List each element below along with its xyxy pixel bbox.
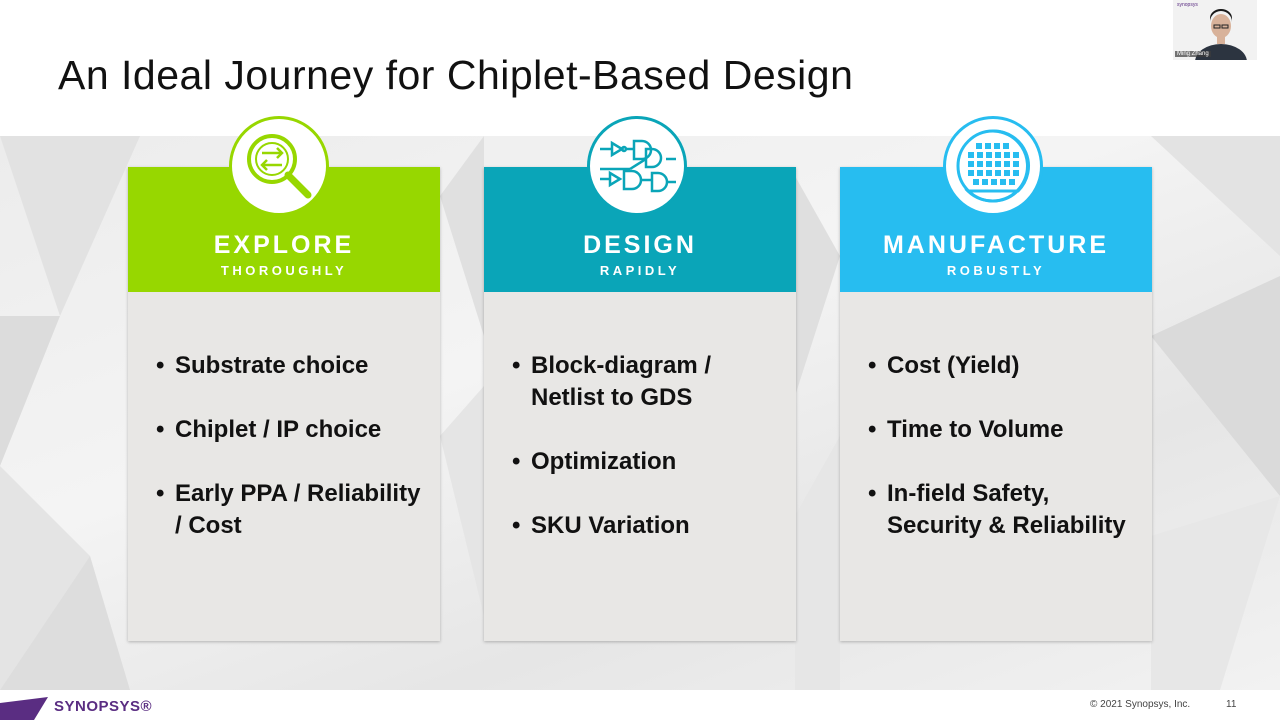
logic-gates-icon — [587, 116, 687, 216]
bullet-item: Chiplet / IP choice — [156, 414, 426, 446]
card-subtitle: RAPIDLY — [599, 263, 681, 278]
card-subtitle: THOROUGHLY — [220, 263, 348, 278]
title-band — [0, 0, 1280, 136]
synopsys-logo-text: SYNOPSYS® — [54, 698, 153, 715]
bullet-list: Block-diagram / Netlist to GDS Optimizat… — [512, 350, 782, 574]
bullet-item: SKU Variation — [512, 510, 782, 542]
bullet-item: Time to Volume — [868, 414, 1138, 446]
presenter-webcam — [1173, 0, 1257, 60]
card-title: MANUFACTURE — [882, 231, 1110, 259]
magnifier-exchange-icon — [229, 116, 329, 216]
card-manufacture: MANUFACTURE ROBUSTLY Cost (Yield) Time t… — [840, 167, 1152, 641]
bullet-item: In-field Safety, Security & Reliability — [868, 478, 1138, 542]
bullet-list: Substrate choice Chiplet / IP choice Ear… — [156, 350, 426, 574]
webcam-logo: synopsys — [1177, 2, 1198, 8]
card-title: EXPLORE — [213, 231, 355, 259]
presenter-name: Ming Zhang — [1175, 51, 1211, 57]
card-title: DESIGN — [583, 231, 697, 259]
copyright-text: © 2021 Synopsys, Inc. — [1090, 699, 1191, 710]
card-explore: EXPLORE THOROUGHLY Substrate choice Chip… — [128, 167, 440, 641]
card-subtitle: ROBUSTLY — [946, 263, 1046, 278]
bullet-item: Block-diagram / Netlist to GDS — [512, 350, 782, 414]
wafer-icon — [943, 116, 1043, 216]
card-design: DESIGN RAPIDLY Block-diagram / Netlist t… — [484, 167, 796, 641]
synopsys-logo-mark — [0, 697, 48, 720]
page-number: 11 — [1226, 699, 1237, 710]
bullet-list: Cost (Yield) Time to Volume In-field Saf… — [868, 350, 1138, 574]
slide-title: An Ideal Journey for Chiplet-Based Desig… — [58, 52, 854, 98]
slide-footer — [0, 690, 1280, 720]
bullet-item: Early PPA / Reliability / Cost — [156, 478, 426, 542]
bullet-item: Substrate choice — [156, 350, 426, 382]
bullet-item: Cost (Yield) — [868, 350, 1138, 382]
bullet-item: Optimization — [512, 446, 782, 478]
